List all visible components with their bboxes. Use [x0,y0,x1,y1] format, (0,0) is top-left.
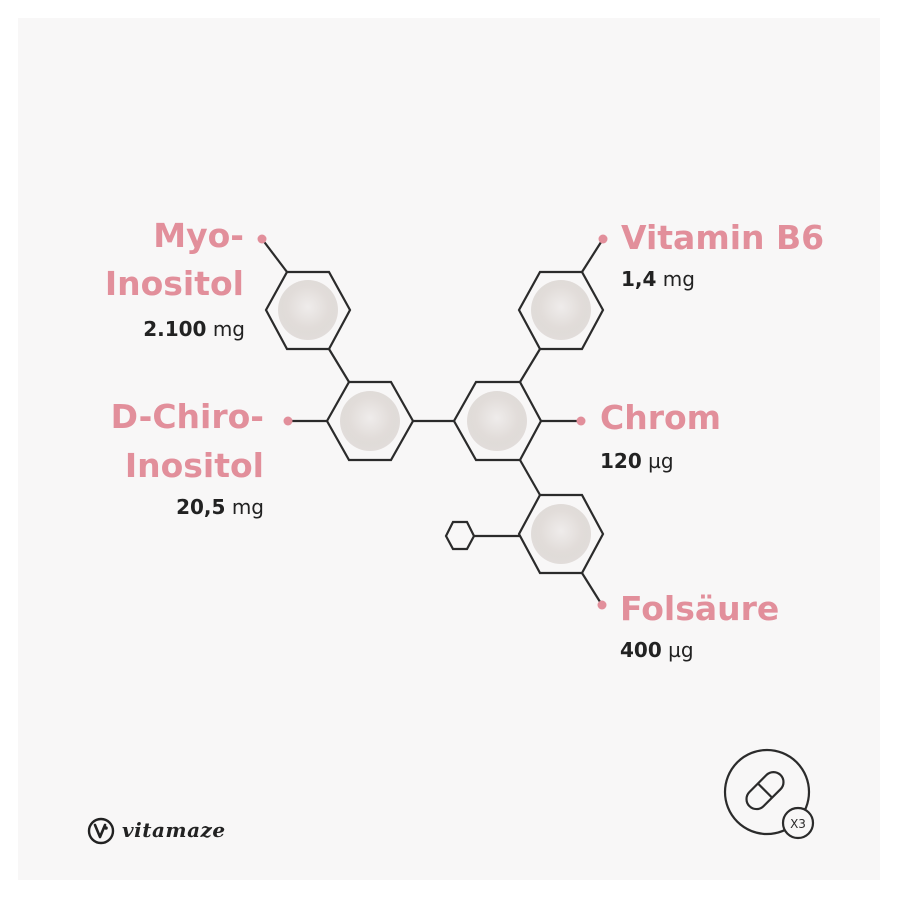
dose-value: 400 [620,638,662,662]
hex-myo-inositol [264,270,352,351]
powder-folsaeure [531,504,591,564]
dose-unit: mg [212,317,245,341]
connector-dots [257,234,608,610]
capsule-icon [745,771,785,811]
hex-folsaeure [517,493,605,575]
hex-vitamin-b6 [517,270,605,351]
dose-vitamin-b6: 1,4 mg [621,266,695,292]
powder-myo-inositol [278,280,338,340]
dose-unit: µg [668,638,694,662]
dose-chrom: 120 µg [600,448,674,474]
infographic-canvas [18,18,880,880]
dose-value: 1,4 [621,267,657,291]
vitamaze-logo-icon [87,817,115,845]
powder-d-chiro-inositol [340,391,400,451]
dose-value: 120 [600,449,642,473]
dose-value: 2.100 [143,317,207,341]
brand-name: vitamaze [122,818,226,842]
capsule-count-label: X3 [790,817,806,831]
hex-small-empty [444,520,476,551]
label-myo-inositol-line1: Myo- [153,216,244,255]
dose-unit: mg [662,267,695,291]
powder-chrom [467,391,527,451]
label-folsaeure: Folsäure [620,589,780,628]
hex-d-chiro-inositol [325,380,415,462]
dose-unit: mg [231,495,264,519]
dose-d-chiro-inositol: 20,5 mg [176,494,264,520]
powder-vitamin-b6 [531,280,591,340]
label-chrom: Chrom [600,398,722,437]
label-vitamin-b6: Vitamin B6 [621,218,825,257]
label-d-chiro-inositol-line2: Inositol [124,446,264,485]
dose-value: 20,5 [176,495,226,519]
dose-myo-inositol: 2.100 mg [143,316,245,342]
label-myo-inositol-line2: Inositol [104,264,244,303]
hex-chrom [452,380,543,462]
label-d-chiro-inositol-line1: D-Chiro- [110,397,264,436]
dose-unit: µg [648,449,674,473]
dose-folsaeure: 400 µg [620,637,694,663]
capsule-count-badge: X3 [723,748,815,840]
bond-lines [261,238,604,606]
